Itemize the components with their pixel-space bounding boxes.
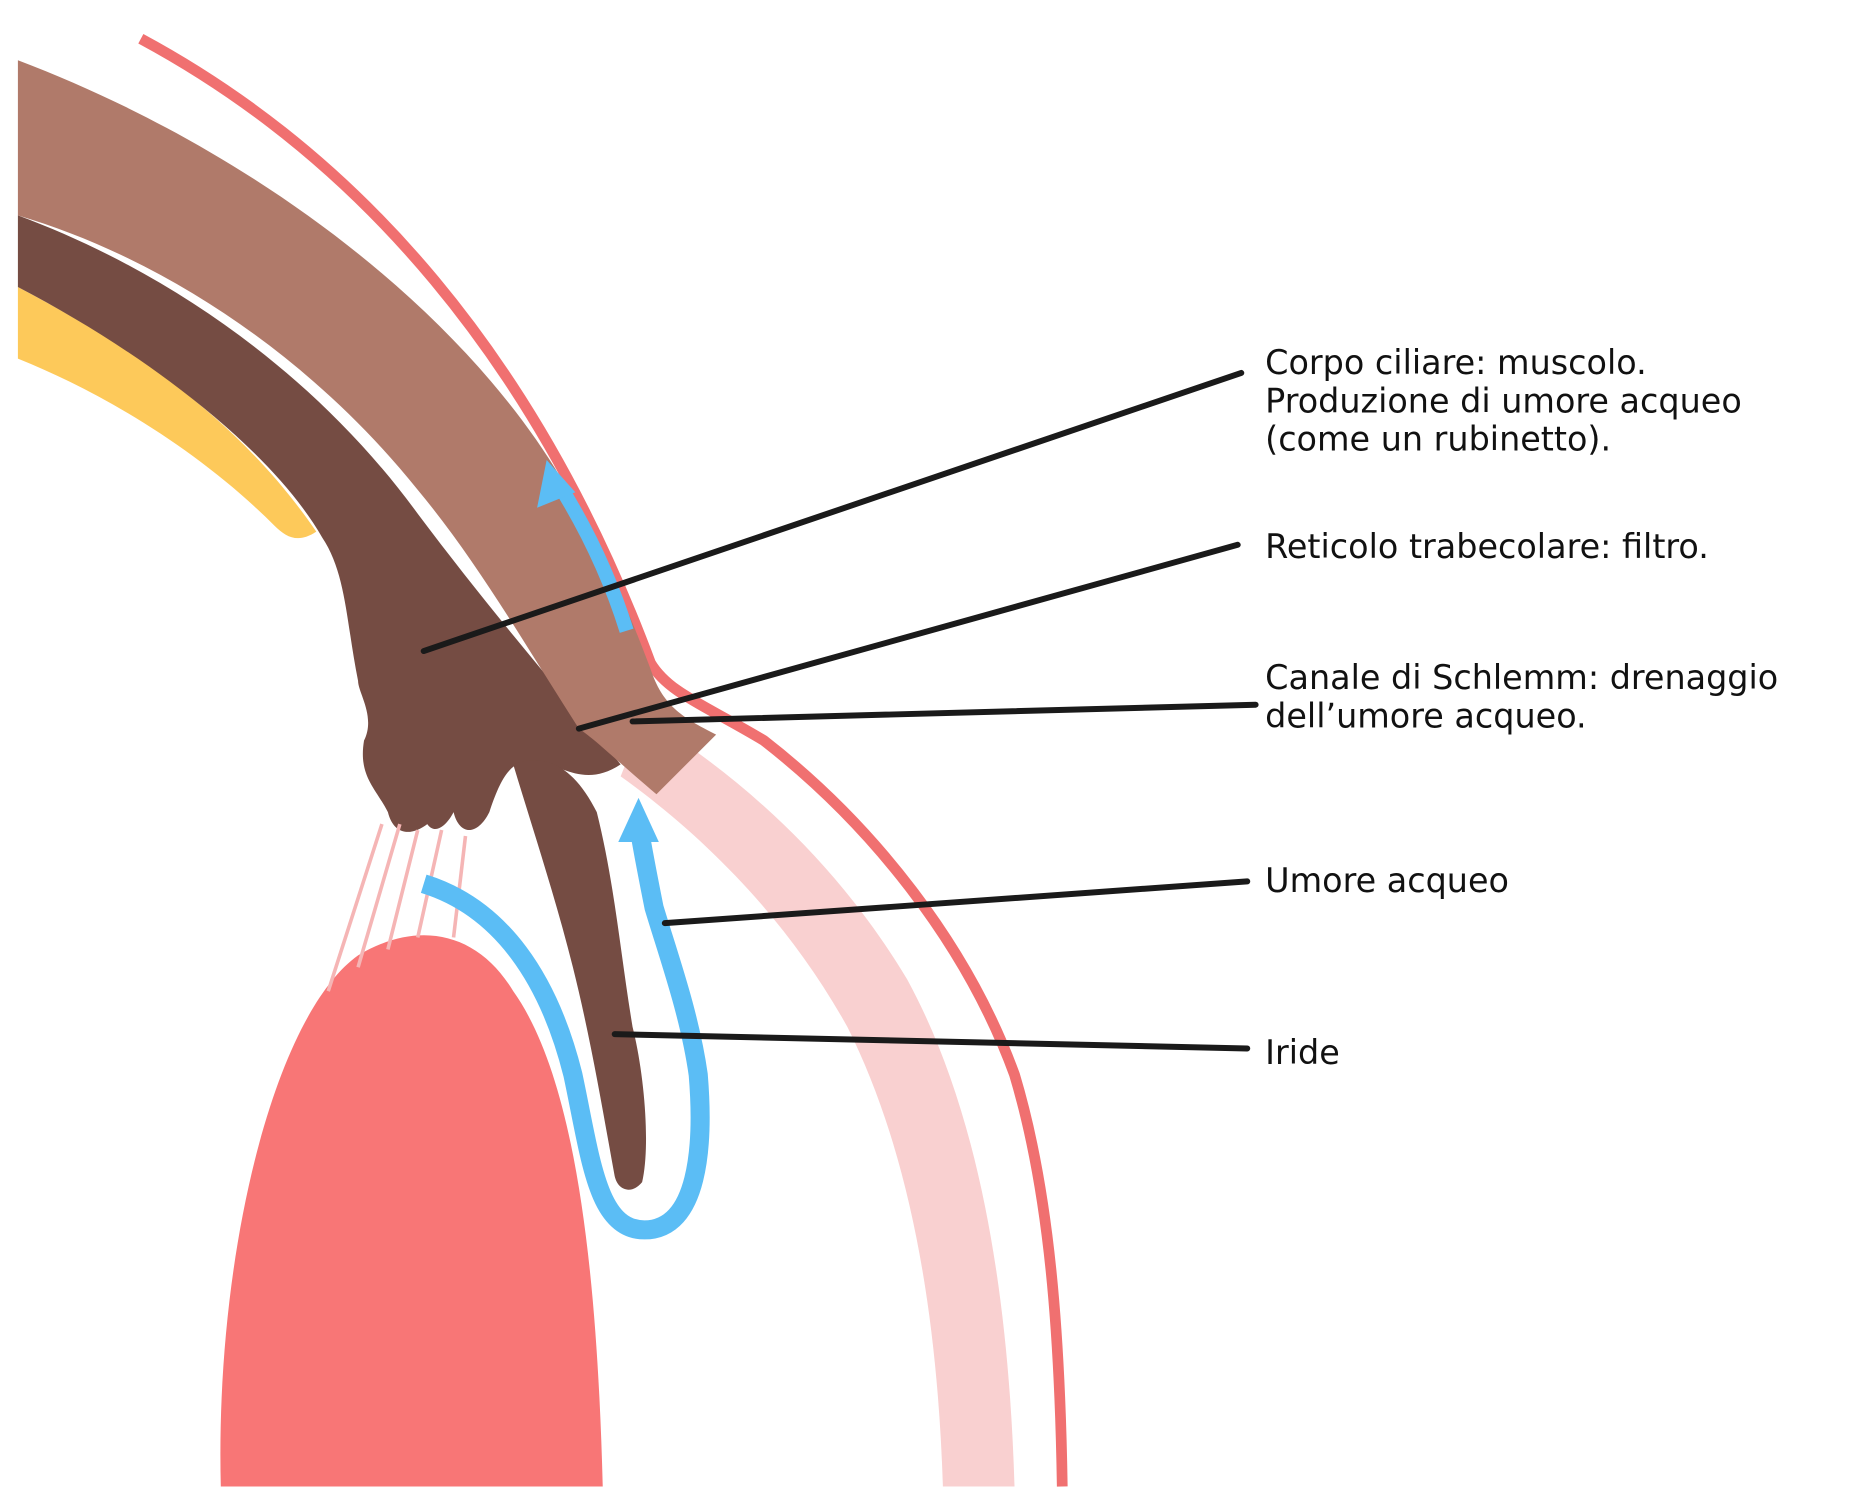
label-aqueous: Umore acqueo (1265, 861, 1509, 900)
retina-layer (17, 286, 317, 539)
aqueous-flow-path (420, 822, 710, 1240)
leader-schlemm (629, 701, 1259, 725)
leader-trabecular (575, 541, 1241, 732)
iris (513, 760, 647, 1190)
leader-aqueous (661, 878, 1251, 927)
aqueous-outflow-path (552, 480, 634, 633)
leader-iris (611, 1031, 1251, 1052)
sclera-outline (138, 33, 1068, 1487)
label-schlemm: Canale di Schlemm: drenaggio dell’umore … (1265, 658, 1789, 735)
lens (220, 935, 603, 1487)
leader-ciliary (420, 369, 1245, 654)
ciliary-body (17, 215, 621, 832)
label-ciliary-body: Corpo ciliare: muscolo. Produzione di um… (1265, 343, 1752, 458)
label-trabecular: Reticolo trabecolare: filtro. (1265, 527, 1709, 566)
outflow-arrow-icon (537, 460, 576, 508)
sclera-band (620, 716, 1015, 1487)
label-iris: Iride (1265, 1033, 1340, 1072)
flow-arrow-icon (618, 797, 659, 842)
